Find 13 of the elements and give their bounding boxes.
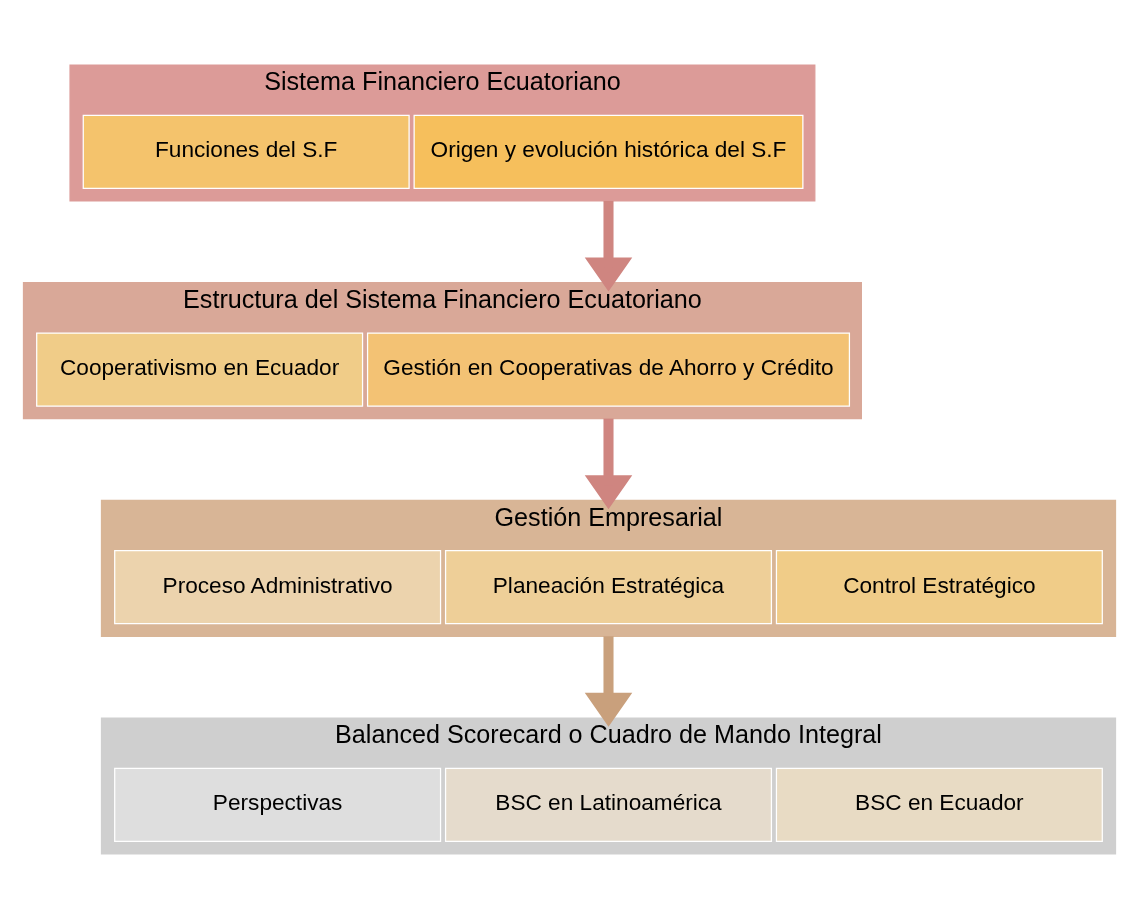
node-box: Gestión en Cooperativas de Ahorro y Crédito	[366, 332, 851, 407]
node-box: Planeación Estratégica	[444, 550, 773, 625]
arrow	[584, 200, 633, 292]
arrow	[584, 418, 633, 510]
node-box: Proceso Administrativo	[114, 550, 442, 625]
arrow	[584, 636, 633, 727]
node-box: Perspectivas	[114, 767, 442, 842]
node-box: BSC en Ecuador	[775, 767, 1103, 842]
node-box: Cooperativismo en Ecuador	[36, 332, 364, 407]
node-box: Funciones del S.F	[82, 114, 410, 189]
node-box: Control Estratégico	[775, 550, 1103, 625]
node-box: BSC en Latinoamérica	[444, 767, 773, 842]
node-box: Origen y evolución histórica del S.F	[413, 114, 804, 189]
